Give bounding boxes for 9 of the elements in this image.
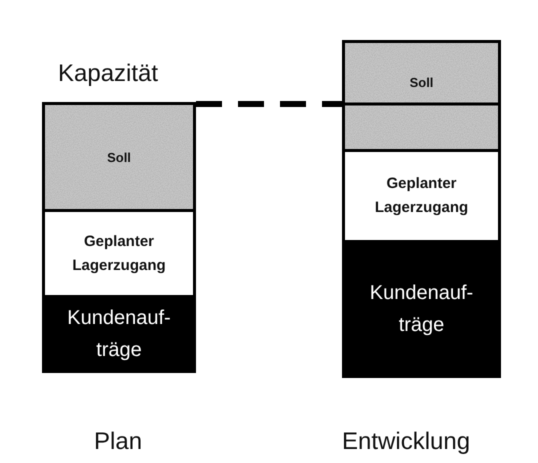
bar-segment: Geplanter Lagerzugang	[42, 209, 196, 298]
dark-bar-segment: Kundenauf- träge	[42, 295, 196, 373]
axis-label: Kapazität	[58, 60, 158, 88]
textured-bar-segment: Soll	[42, 102, 196, 212]
dark-bar-segment: Kundenauf- träge	[342, 240, 501, 378]
bar-segment: Geplanter Lagerzugang	[342, 149, 501, 243]
column-label: Plan	[94, 428, 142, 456]
column-label: Entwicklung	[342, 428, 470, 456]
textured-bar-segment: Soll	[342, 40, 501, 152]
